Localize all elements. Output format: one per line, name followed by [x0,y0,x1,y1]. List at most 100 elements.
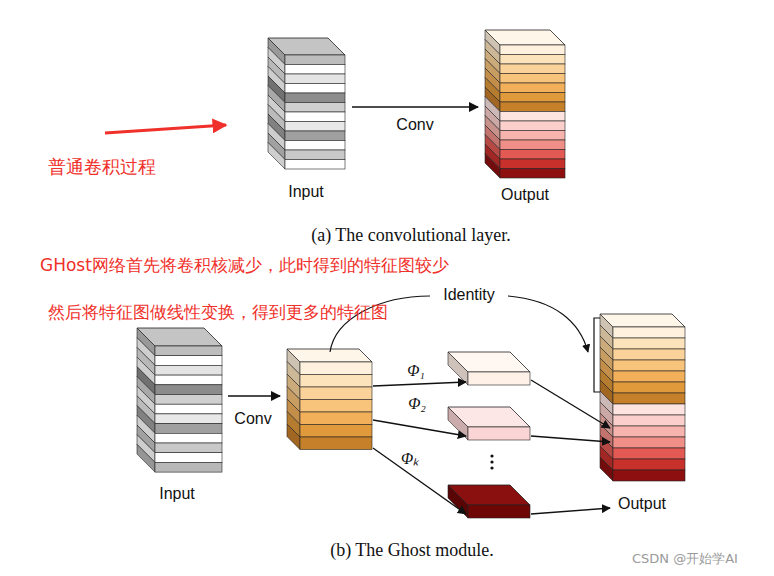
stack-slab [613,448,685,459]
stack-slab [155,453,222,463]
identity-bracket [594,318,600,392]
annotation: 然后将特征图做线性变换，得到更多的特征图 [48,302,388,322]
stack-slab [613,426,685,437]
stack-side [600,457,613,481]
stack-slab [500,131,565,141]
feature-stack [287,349,372,450]
stack-side [268,143,285,170]
watermark: CSDN @开始学AI [632,551,738,567]
stack-slab [613,338,685,349]
stack-slab [613,470,685,481]
conv-arrow [228,395,280,397]
conv-label: Conv [234,409,271,428]
stack-side [137,444,155,472]
stack-label: Input [159,484,195,504]
stack-slab [613,327,685,338]
stack-slab [300,375,372,388]
stack-slab [155,375,222,385]
stack-side [287,424,300,450]
stack-label: Output [618,494,666,514]
merge-arrow [531,508,610,514]
stack-slab [285,122,345,132]
stack-slab [613,437,685,448]
stack-slab [500,55,565,65]
stack-slab [613,360,685,371]
phi-arrow [373,382,466,386]
stack-slab [300,437,372,450]
stack-slab [500,64,565,74]
stack-slab [155,346,222,356]
stack-slab [500,121,565,131]
stack-slab [300,362,372,375]
stack-slab [500,83,565,93]
stack-slab [155,395,222,405]
stack-slab [155,404,222,414]
phi-label: Φ₂ [408,394,426,413]
stack-top [600,314,685,327]
phi-label: Φₖ [401,449,419,468]
feature-stack-box: Input [262,34,350,202]
stack-slab [613,459,685,470]
stack-slab [285,160,345,170]
stack-slab [285,131,345,141]
feature-stack [137,328,222,472]
stack-slab [155,443,222,453]
stack-slab [500,169,565,179]
stack-slab [285,65,345,75]
pointer-arrow [105,125,226,133]
stack-slab [468,505,530,518]
stack-slab [613,404,685,415]
stack-label: Input [288,182,324,202]
stack-slab [300,412,372,425]
stack-side [485,154,500,179]
feature-stack-box: Input [128,324,226,504]
caption: (a) The convolutional layer. [311,225,511,247]
stack-slab [155,433,222,443]
stack-slab [613,349,685,360]
stack-slab [155,462,222,472]
phi-arrow [373,448,466,514]
merge-arrow [531,380,610,428]
stack-slab [500,159,565,169]
stack-slab [285,150,345,160]
stack-slab [155,414,222,424]
stack-slab [613,371,685,382]
stack-side [448,352,468,385]
stack-slab [500,45,565,55]
conv-arrow [352,106,478,108]
stack-slab [300,387,372,400]
feature-stack-box: Output [480,27,570,205]
identity-label: Identity [443,285,495,304]
feature-stack [268,38,345,169]
identity-arrow [508,296,588,352]
stack-slab [468,427,530,440]
stack-slab [300,425,372,438]
stack-slab [285,103,345,113]
feature-stack [448,352,530,385]
stack-slab [285,141,345,151]
merge-arrow [531,436,610,442]
stack-label: Output [501,185,549,205]
stack-slab [285,74,345,84]
stack-slab [500,150,565,160]
stack-slab [500,74,565,84]
annotation: 普通卷积过程 [48,156,156,178]
stack-top [287,349,372,362]
stack-slab [155,385,222,395]
ellipsis-dot [490,460,493,463]
stack-slab [155,365,222,375]
stack-slab [613,415,685,426]
stack-slab [155,424,222,434]
stack-slab [300,400,372,413]
feature-stack [600,314,685,481]
stack-slab [500,112,565,122]
stack-slab [285,93,345,103]
stack-slab [500,93,565,103]
phi-arrow [373,420,466,436]
stack-slab [613,382,685,393]
stack-slab [468,372,530,385]
feature-stack-box: Output [594,310,690,514]
edge-label: Conv [396,115,433,134]
feature-stack [485,30,565,178]
